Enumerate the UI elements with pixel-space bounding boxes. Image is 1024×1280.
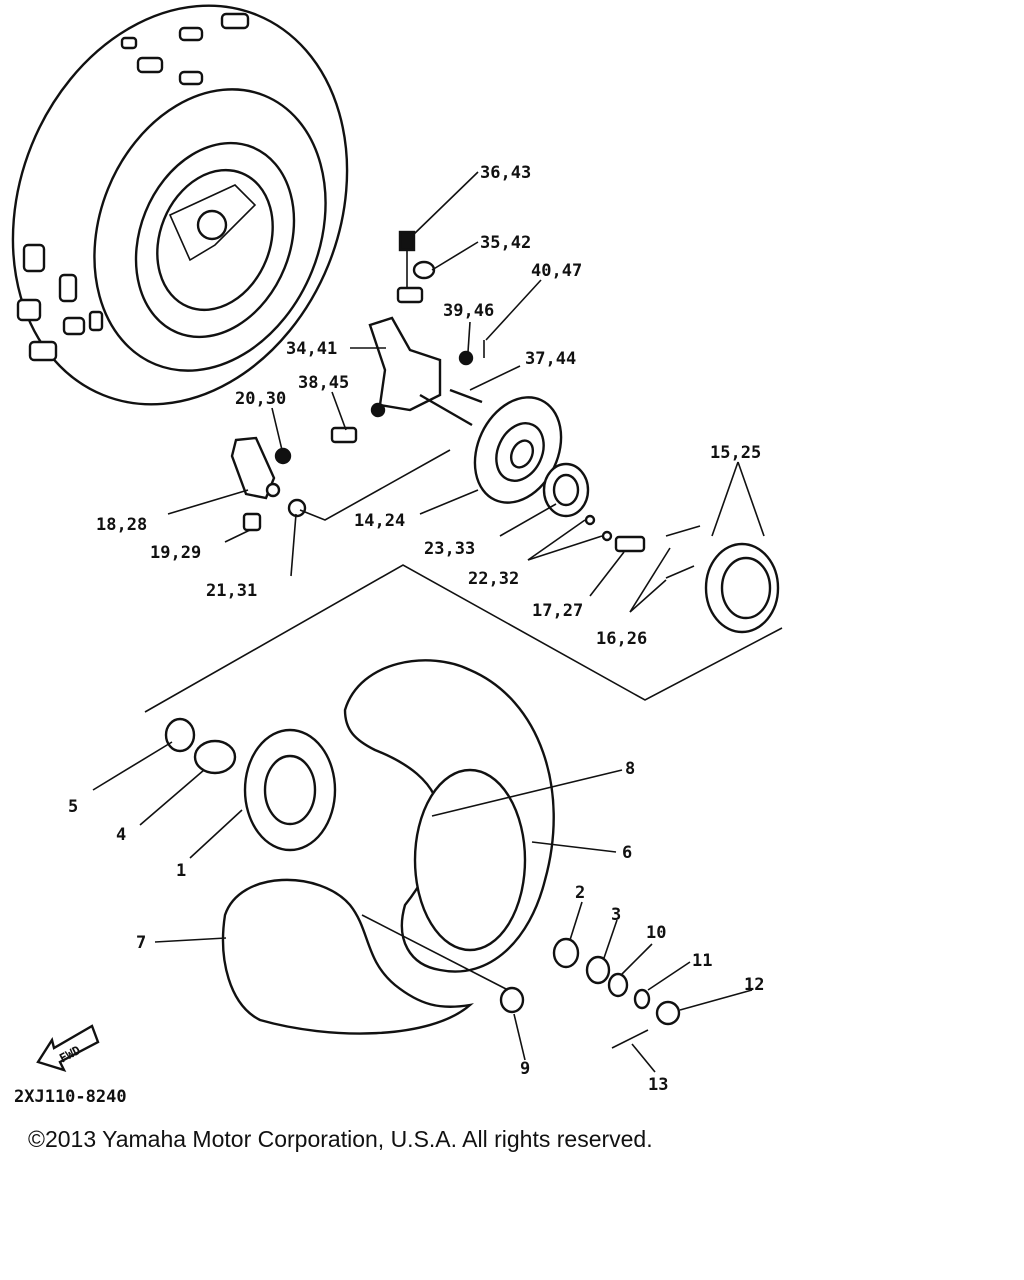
callout-7: 7 (136, 933, 146, 953)
fwd-arrow-icon: FWD (36, 1024, 100, 1072)
brake-panel (473, 396, 646, 553)
callout-40-47: 40,47 (531, 261, 582, 281)
callout-11: 11 (692, 951, 712, 971)
callout-36-43: 36,43 (480, 163, 531, 183)
callout-21-31: 21,31 (206, 581, 257, 601)
callout-14-24: 14,24 (354, 511, 405, 531)
callout-6: 6 (622, 843, 632, 863)
hub-assembly-outline (144, 564, 783, 713)
parts-diagram: 36,43 35,42 40,47 39,46 34,41 37,44 38,4… (11, 4, 783, 1107)
callout-19-29: 19,29 (150, 543, 201, 563)
callout-9: 9 (520, 1059, 530, 1079)
callout-17-27: 17,27 (532, 601, 583, 621)
callout-2: 2 (575, 883, 585, 903)
callout-37-44: 37,44 (525, 349, 576, 369)
callout-5: 5 (68, 797, 78, 817)
drawing-code: 2XJ110-8240 (14, 1087, 127, 1107)
callout-38-45: 38,45 (298, 373, 349, 393)
assembled-wheel (11, 4, 349, 406)
callout-4: 4 (116, 825, 126, 845)
callout-39-46: 39,46 (443, 301, 494, 321)
brake-arm-group (230, 436, 307, 532)
callout-23-33: 23,33 (424, 539, 475, 559)
callout-18-28: 18,28 (96, 515, 147, 535)
callout-20-30: 20,30 (235, 389, 286, 409)
callout-16-26: 16,26 (596, 629, 647, 649)
callout-15-25: 15,25 (710, 443, 761, 463)
callout-35-42: 35,42 (480, 233, 531, 253)
brake-assembly-outline (299, 449, 451, 521)
callout-3: 3 (611, 905, 621, 925)
leader-lines (92, 171, 765, 1073)
exploded-wheel (164, 659, 681, 1049)
callout-12: 12 (744, 975, 764, 995)
callout-10: 10 (646, 923, 666, 943)
brake-shoes (665, 525, 780, 634)
copyright-notice: ©2013 Yamaha Motor Corporation, U.S.A. A… (28, 1126, 653, 1152)
callout-1: 1 (176, 861, 186, 881)
callout-34-41: 34,41 (286, 339, 337, 359)
callout-13: 13 (648, 1075, 668, 1095)
callout-22-32: 22,32 (468, 569, 519, 589)
callout-8: 8 (625, 759, 635, 779)
steering-knuckle (330, 230, 485, 444)
